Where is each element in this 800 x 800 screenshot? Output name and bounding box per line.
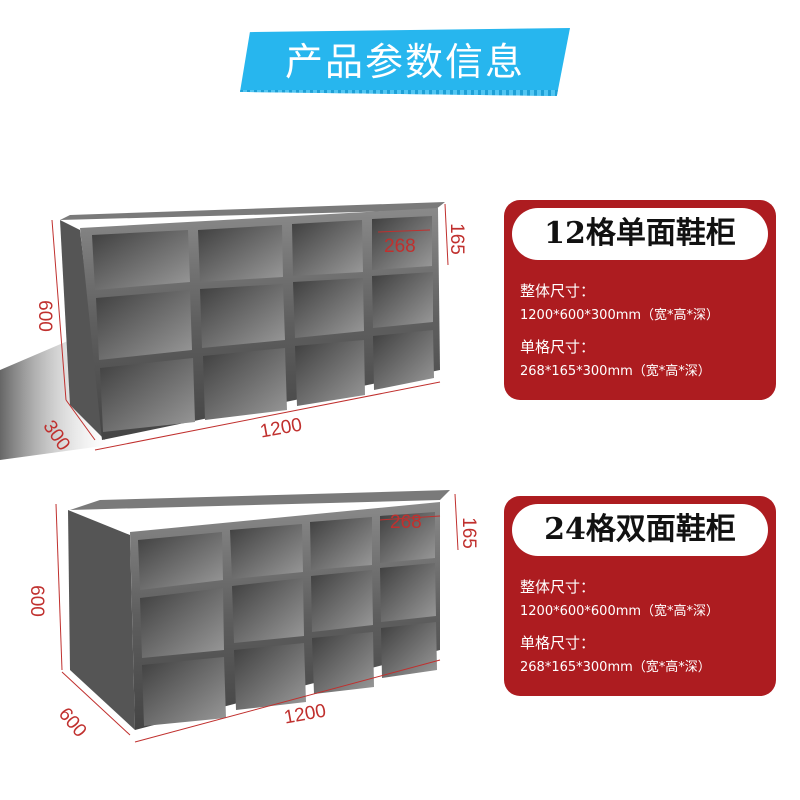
cabinet-top: [70, 490, 450, 510]
cabinet-24-cell-width-label: 268: [390, 512, 422, 533]
title-banner: [240, 28, 570, 96]
product-name: 12格单面鞋柜: [512, 208, 768, 260]
cell-size-label: 单格尺寸：: [520, 634, 596, 652]
cabinet-12-cell-width-label: 268: [384, 236, 416, 257]
page-title: 产品参数信息: [284, 40, 525, 84]
floor-shadow: [0, 340, 110, 460]
cabinet-cells: [92, 216, 434, 432]
product-name: 24格双面鞋柜: [512, 504, 768, 556]
cabinet-24-height-label: 600: [25, 585, 47, 617]
cell-size-value: 268*165*300mm（宽*高*深）: [520, 660, 711, 675]
cabinet-side: [68, 510, 135, 730]
cell-size-label: 单格尺寸：: [520, 338, 596, 356]
cabinet-top: [60, 202, 445, 220]
overall-size-value: 1200*600*600mm（宽*高*深）: [520, 604, 720, 619]
overall-size-label: 整体尺寸：: [520, 282, 596, 300]
cabinet-24-cell-height-label: 165: [457, 517, 479, 549]
product-card-24: 24格双面鞋柜 整体尺寸： 1200*600*600mm（宽*高*深） 单格尺寸…: [504, 496, 776, 696]
cabinet-12-cell-height-label: 165: [445, 223, 467, 255]
overall-size-label: 整体尺寸：: [520, 578, 596, 596]
cabinet-cells: [138, 512, 437, 726]
dimension-lines: [51, 203, 449, 451]
cabinet-24-illustration: [55, 490, 459, 743]
dimension-lines: [55, 493, 459, 743]
overall-size-value: 1200*600*300mm（宽*高*深）: [520, 308, 720, 323]
cell-size-value: 268*165*300mm（宽*高*深）: [520, 364, 711, 379]
product-card-12: 12格单面鞋柜 整体尺寸： 1200*600*300mm（宽*高*深） 单格尺寸…: [504, 200, 776, 400]
cabinet-side: [60, 220, 105, 440]
cabinet-12-height-label: 600: [33, 300, 55, 332]
cabinet-12-illustration: [0, 202, 449, 460]
